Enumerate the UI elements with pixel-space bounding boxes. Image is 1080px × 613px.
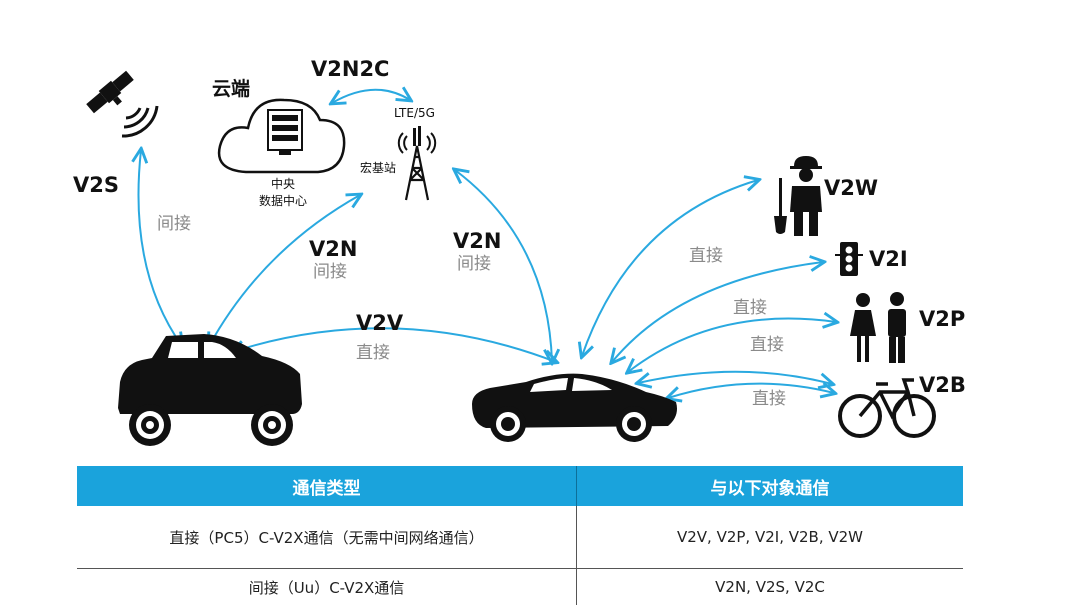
- row-indirect-targets: V2N, V2S, V2C: [715, 578, 825, 596]
- lte-label: LTE/5G: [394, 106, 435, 120]
- header-comm-targets: 与以下对象通信: [710, 478, 830, 499]
- cloud-label: 云端: [212, 77, 250, 100]
- table-row: 直接（PC5）C-V2X通信（无需中间网络通信） V2V, V2P, V2I, …: [77, 506, 963, 569]
- v2n2c-label: V2N2C: [311, 57, 389, 81]
- table-header: 通信类型 与以下对象通信: [77, 466, 963, 506]
- v2v-direct-label: 直接: [356, 343, 390, 363]
- traffic-light-icon: [835, 242, 863, 276]
- worker-icon: [774, 156, 822, 236]
- arrow-v2v: [232, 327, 556, 362]
- arrow-v2w: [582, 180, 758, 356]
- v2b-direct-label: 直接: [752, 389, 786, 409]
- datacenter-label-1: 中央: [271, 176, 295, 191]
- v2b-label: V2B: [919, 373, 966, 397]
- v2n-left-indirect-label: 间接: [313, 262, 347, 282]
- c-v2x-diagram: 云端 中央 数据中心 V2N2C LTE/5G 宏基站: [73, 57, 966, 446]
- arrow-v2s: [138, 150, 182, 346]
- bicycle-icon: [838, 378, 936, 438]
- cell-tower-icon: LTE/5G: [394, 106, 437, 201]
- datacenter-label-2: 数据中心: [259, 193, 307, 208]
- v2w-direct-label: 直接: [689, 246, 723, 266]
- connection-arrows: [138, 90, 836, 398]
- row-indirect-type: 间接（Uu）C-V2X通信: [77, 569, 577, 605]
- v2n-left-label: V2N: [309, 237, 357, 261]
- sports-car-icon: [472, 373, 677, 442]
- table-row: 间接（Uu）C-V2X通信 V2N, V2S, V2C: [77, 569, 963, 605]
- v2s-indirect-label: 间接: [157, 214, 191, 234]
- satellite-icon: [86, 70, 159, 138]
- arrow-v2n-left: [209, 195, 360, 346]
- arrow-v2b-return: [668, 384, 834, 398]
- v2n-right-indirect-label: 间接: [457, 254, 491, 274]
- v2i-label: V2I: [869, 247, 908, 271]
- v2p-label: V2P: [919, 307, 965, 331]
- arrow-v2n2c: [332, 90, 410, 103]
- pedestrians-icon: [850, 292, 906, 363]
- arrow-v2i: [612, 262, 823, 362]
- arrow-v2b: [638, 370, 832, 384]
- row-direct-targets: V2V, V2P, V2I, V2B, V2W: [676, 528, 864, 546]
- v2w-label: V2W: [824, 176, 878, 200]
- row-direct-type: 直接（PC5）C-V2X通信（无需中间网络通信）: [77, 506, 577, 568]
- communication-type-table: 通信类型 与以下对象通信 直接（PC5）C-V2X通信（无需中间网络通信） V2…: [77, 466, 963, 605]
- v2p-direct-label: 直接: [733, 298, 767, 318]
- v2s-label: V2S: [73, 173, 119, 197]
- base-station-label: 宏基站: [360, 160, 396, 175]
- arrow-v2n-right: [455, 170, 552, 362]
- v2v-label: V2V: [356, 311, 404, 335]
- server-icon: [267, 109, 303, 155]
- v2n-right-label: V2N: [453, 229, 501, 253]
- v2i-direct-label: 直接: [750, 335, 784, 355]
- arrow-v2p: [628, 319, 836, 372]
- header-comm-type: 通信类型: [77, 466, 577, 506]
- suv-icon: [118, 334, 302, 446]
